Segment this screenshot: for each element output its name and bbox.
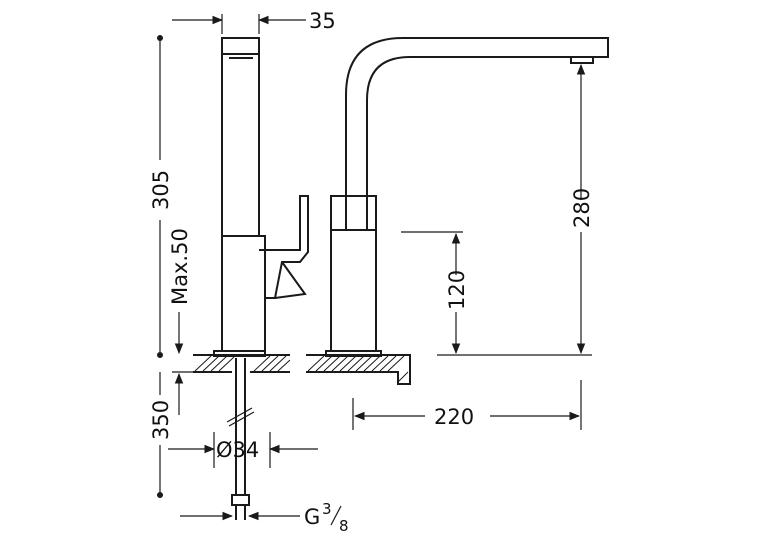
dim-total-height: 305 [149, 35, 173, 358]
faucet-body-lower [221, 235, 266, 352]
dim-spout-height: 280 [437, 63, 594, 356]
hose-break-mark [226, 407, 253, 423]
hose-connector-nut [231, 494, 250, 506]
dim-lever-height: 120 [401, 231, 469, 355]
dim-spout-height-label: 280 [570, 188, 594, 228]
dim-thread-denominator: 8 [339, 517, 349, 535]
dim-total-height-label: 305 [149, 170, 173, 210]
aerator [570, 56, 594, 64]
faucet-handle [259, 195, 309, 299]
dim-spout-reach: 220 [352, 380, 582, 430]
dim-top-width: 35 [172, 9, 336, 34]
dim-counter-thickness-label: Max.50 [168, 228, 192, 305]
dim-diameter-label: Ø34 [216, 438, 259, 462]
dim-thread: G 3 8 [180, 500, 349, 535]
faucet-body-upper [221, 37, 260, 237]
front-body [330, 195, 377, 352]
dim-hose-length-label: 350 [149, 400, 173, 440]
dim-thread-label: G [304, 505, 320, 529]
dim-thread-numerator: 3 [322, 500, 332, 518]
countertop-left [193, 354, 291, 373]
side-view [193, 37, 309, 520]
dim-hose-length: 350 [149, 372, 173, 498]
dim-top-width-label: 35 [309, 9, 336, 33]
faucet-spout [345, 37, 609, 196]
dim-counter-thickness: Max.50 [168, 228, 193, 415]
dim-lever-height-label: 120 [445, 270, 469, 310]
handle-tip [274, 261, 307, 299]
front-view [306, 37, 609, 385]
dim-diameter: Ø34 [168, 432, 318, 468]
countertop-right [306, 354, 411, 385]
faucet-top-cap [221, 37, 260, 55]
dim-spout-reach-label: 220 [434, 405, 474, 429]
